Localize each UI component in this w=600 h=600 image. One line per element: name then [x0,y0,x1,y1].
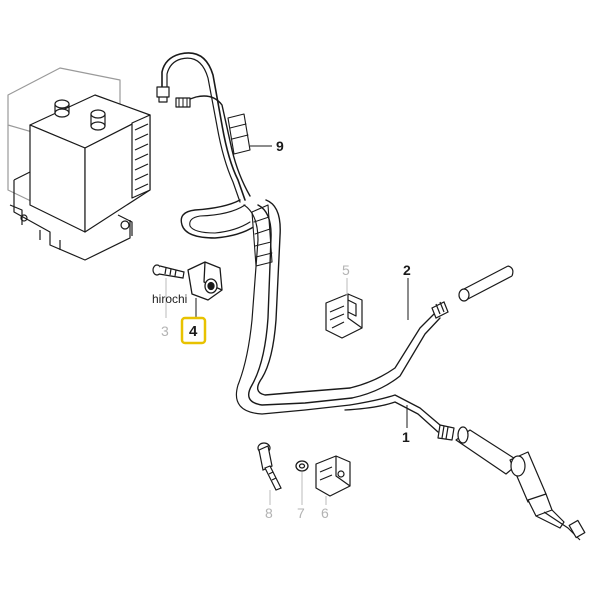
bolt-part-8 [257,442,282,491]
part-label-8: 8 [265,505,273,521]
hydraulic-unit [7,67,151,261]
part-label-7: 7 [297,505,305,521]
part-label-4: 4 [189,323,198,340]
part-label-9: 9 [276,138,284,154]
watermark-text: hirochi [152,292,187,306]
part-label-5: 5 [342,262,350,278]
clip-part-6 [315,455,351,497]
bolt-part-3 [152,264,185,279]
part-label-2: 2 [403,262,411,278]
part-label-1: 1 [402,429,410,445]
highlight-box [180,316,207,345]
brake-hose-1 [437,424,586,541]
brake-line-assembly [156,52,441,433]
part-label-3: 3 [161,323,169,339]
leader-lines [165,145,409,505]
washer-part-7 [295,460,309,472]
part-label-6: 6 [321,505,329,521]
holder-part-4 [187,261,223,301]
clip-part-5 [325,293,363,339]
brake-hose-2 [431,265,514,319]
